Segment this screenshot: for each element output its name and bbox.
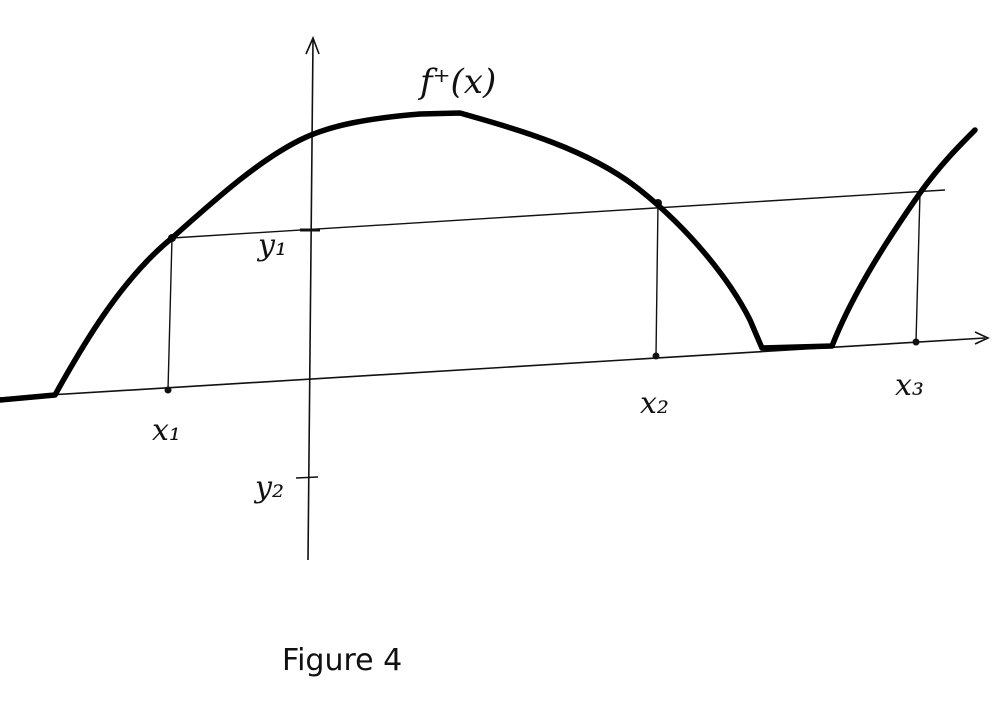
x1-drop-line (167, 237, 173, 391)
curve-f-plus (0, 110, 978, 403)
x3-label: x₃ (895, 368, 924, 403)
point-x1-axis (164, 386, 172, 394)
x-axis-arrow-icon (974, 331, 990, 345)
curve-label: f⁺(x) (417, 62, 496, 102)
x2-label: x₂ (640, 386, 669, 421)
y-axis-arrow-icon (305, 35, 320, 55)
x3-drop-line (915, 192, 921, 343)
y2-label: y₂ (253, 470, 284, 505)
y2-tick (295, 476, 319, 479)
x2-drop-line (655, 202, 659, 357)
y-axis (305, 35, 320, 561)
y1-label: y₁ (256, 228, 287, 263)
point-x3-axis (912, 338, 920, 346)
point-x2-axis (652, 352, 660, 360)
x1-label: x₁ (152, 413, 181, 448)
y1-level-line (171, 189, 946, 239)
x-axis (0, 331, 990, 399)
figure-caption: Figure 4 (282, 643, 402, 678)
